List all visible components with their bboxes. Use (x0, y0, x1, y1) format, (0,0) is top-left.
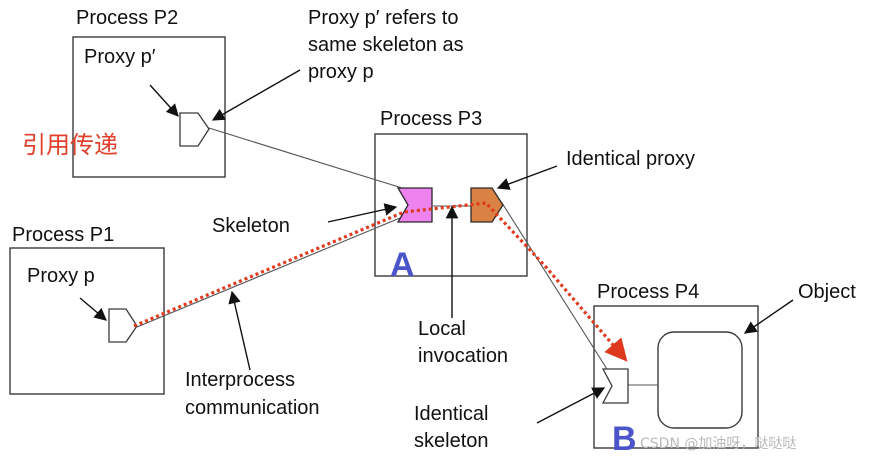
marker-a: A (390, 246, 415, 284)
marker-b: B (612, 420, 637, 458)
arrow-note (211, 69, 301, 121)
skeleton-label: Skeleton (212, 215, 290, 237)
interprocess-line-2: communication (185, 397, 320, 419)
local-invocation-line-1: Local (418, 318, 466, 340)
process-p1-box (9, 247, 165, 395)
identical-proxy-label: Identical proxy (566, 148, 695, 170)
arrow-to-interprocess (228, 290, 251, 371)
note-line-1: Proxy p′ refers to (308, 7, 458, 29)
interprocess-line-1: Interprocess (185, 369, 295, 391)
pass-by-reference-label: 引用传递 (22, 131, 118, 159)
identical-skeleton-icon (601, 368, 629, 404)
process-p4-box (593, 305, 759, 449)
arrow-to-proxy-p (79, 297, 107, 321)
process-p4-label: Process P4 (597, 281, 699, 303)
proxy-p-prime-label: Proxy p′ (84, 46, 156, 68)
process-p3-box (374, 133, 528, 277)
identical-proxy-link (501, 202, 613, 378)
interprocess-link (136, 217, 401, 328)
process-p2-box (72, 36, 226, 178)
arrow-to-identical-skeleton (536, 387, 606, 424)
watermark: CSDN @加油呀，哒哒哒 (640, 435, 796, 452)
object-label: Object (798, 281, 856, 303)
identical-proxy-icon (470, 187, 504, 223)
process-p3-label: Process P3 (380, 108, 482, 130)
arrow-to-skeleton (327, 203, 398, 223)
note-line-3: proxy p (308, 61, 374, 83)
identical-skeleton-line-2: skeleton (414, 430, 489, 452)
arrow-to-identical-proxy (496, 165, 558, 190)
process-p1-label: Process P1 (12, 224, 114, 246)
proxy-p-label: Proxy p (27, 265, 95, 287)
skeleton-icon (396, 187, 433, 223)
identical-skeleton-line-1: Identical (414, 403, 489, 425)
process-p2-label: Process P2 (76, 7, 178, 29)
proxy-p-prime-link (208, 127, 403, 189)
proxy-p-prime-icon (179, 112, 210, 147)
arrow-to-object (743, 299, 794, 334)
proxy-p-icon (108, 308, 138, 343)
arrow-to-proxy-p-prime (149, 84, 179, 117)
object-box (657, 331, 743, 429)
local-invocation-line-2: invocation (418, 345, 508, 367)
note-line-2: same skeleton as (308, 34, 464, 56)
